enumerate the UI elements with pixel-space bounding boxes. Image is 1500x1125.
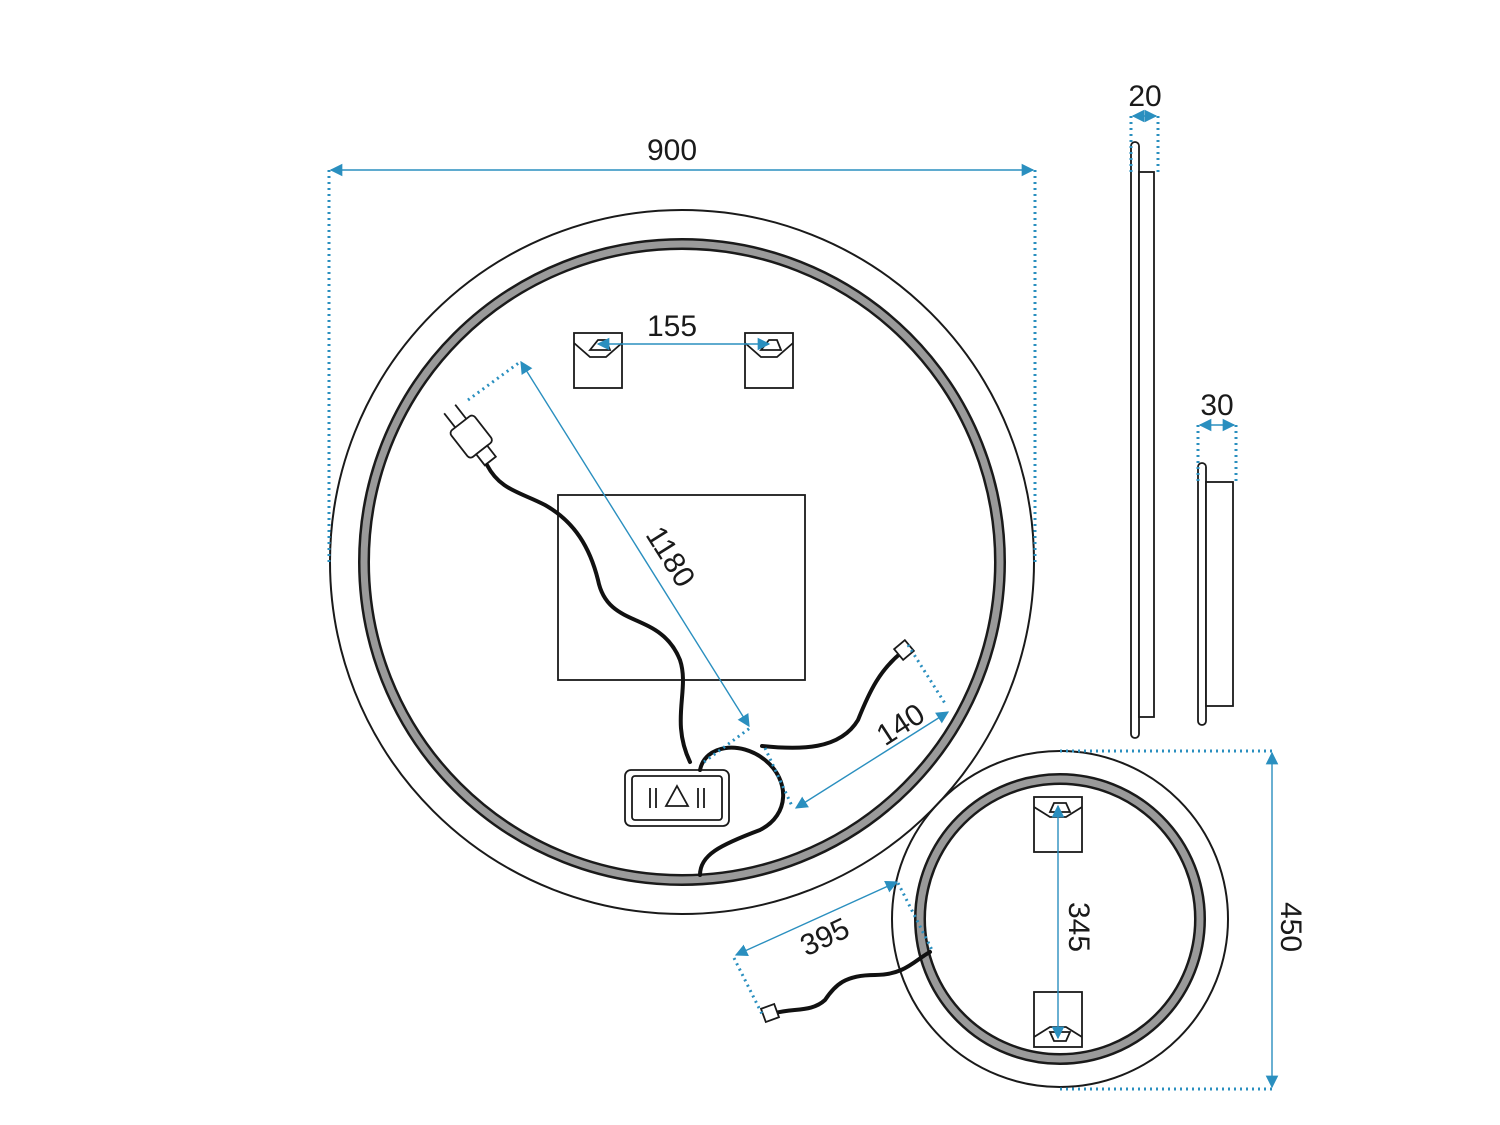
- dim-text-155: 155: [647, 310, 697, 343]
- dim-hook-spacing-large: 155: [596, 310, 771, 351]
- dim-thickness-large: 20: [1128, 80, 1162, 172]
- power-plug: [443, 404, 498, 467]
- dim-text-900: 900: [647, 134, 697, 167]
- dim-text-30: 30: [1200, 389, 1233, 422]
- dim-text-140: 140: [871, 698, 931, 753]
- side-profile-large: [1130, 141, 1155, 739]
- side-profile-small: [1197, 462, 1234, 726]
- led-cable: [698, 745, 786, 877]
- dim-text-345: 345: [1062, 902, 1095, 952]
- hanging-hook-right: [744, 332, 794, 389]
- warning-icon: [664, 784, 690, 807]
- dim-small-cable: 395: [732, 880, 934, 1015]
- switch-box: [624, 769, 730, 827]
- small-cable-connector: [759, 1002, 781, 1024]
- small-mirror-led-ring-fill: [916, 775, 1204, 1063]
- dim-thickness-small: 30: [1196, 389, 1238, 482]
- hanging-hook-left: [573, 332, 623, 389]
- large-mirror-led-ring-fill: [360, 240, 1004, 884]
- dim-small-diameter: 450: [1060, 749, 1307, 1091]
- dim-text-395: 395: [795, 912, 854, 963]
- dim-text-450: 450: [1274, 902, 1307, 952]
- dim-hook-spacing-small: 345: [1051, 804, 1095, 1040]
- small-cable: [773, 950, 932, 1015]
- dim-large-diameter: 900: [327, 134, 1037, 563]
- dim-text-20: 20: [1128, 80, 1161, 113]
